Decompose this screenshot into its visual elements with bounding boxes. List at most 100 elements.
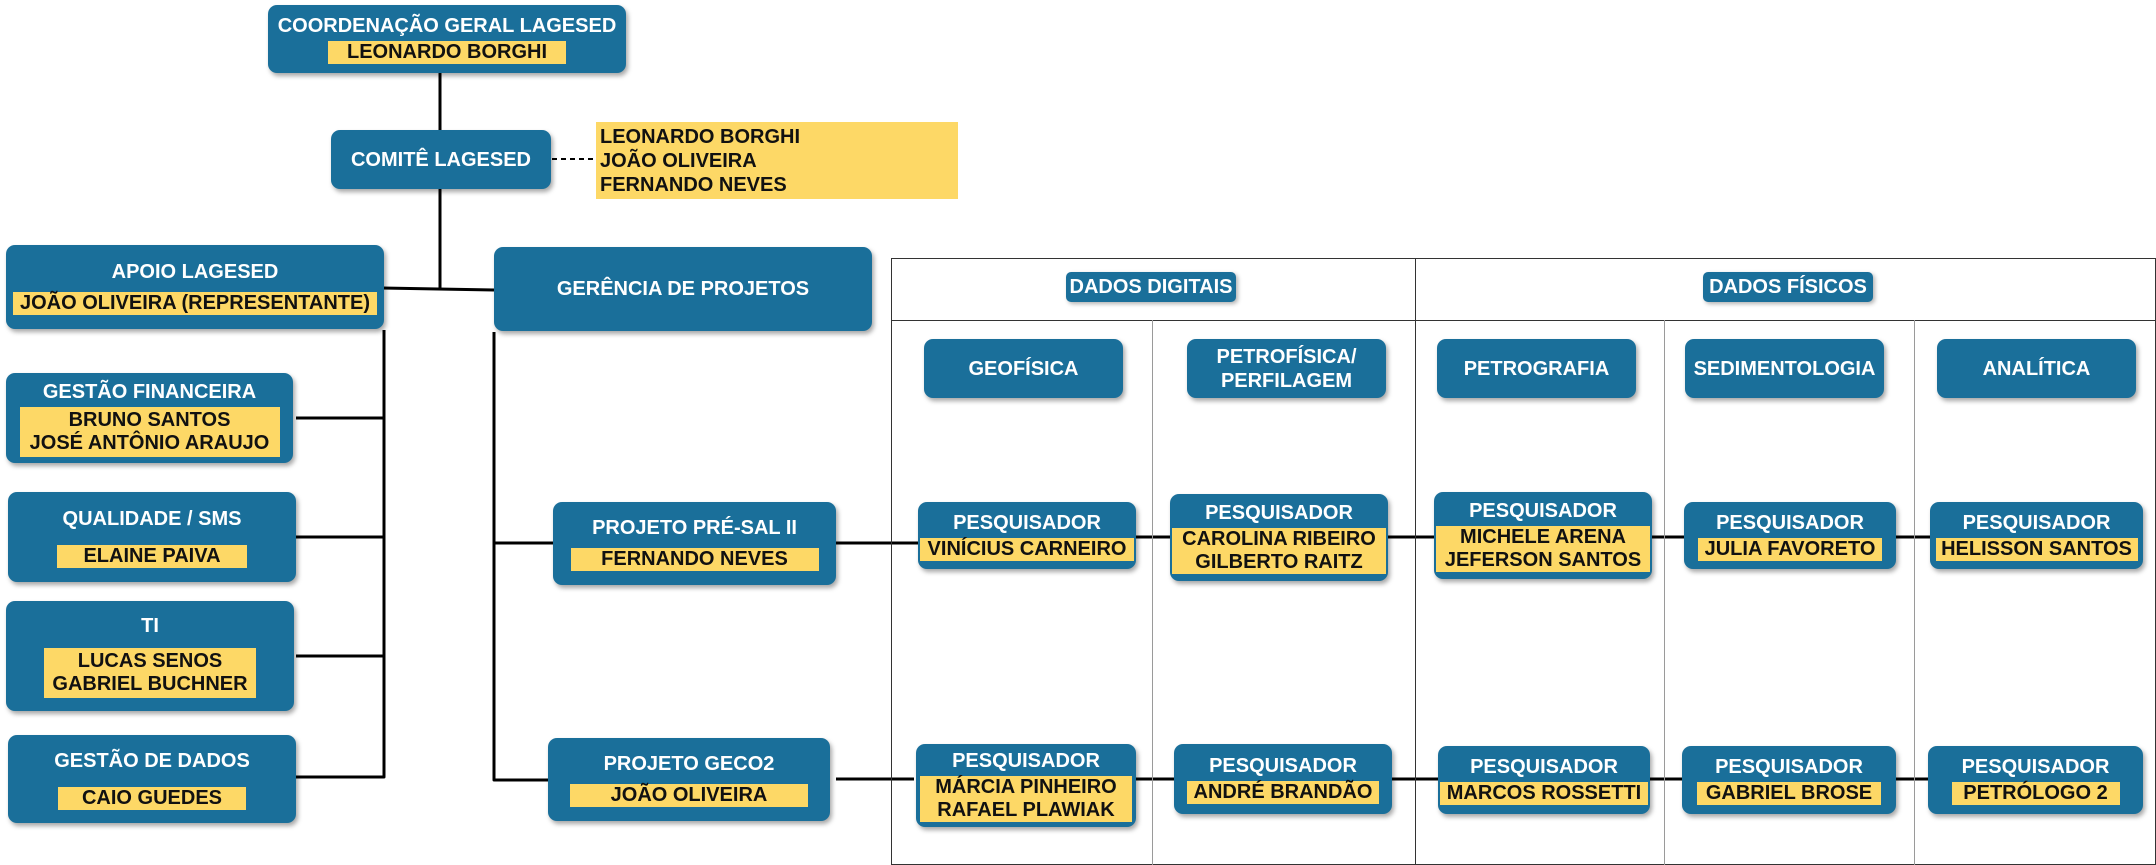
- researcher-title: PESQUISADOR: [1716, 511, 1864, 534]
- researcher-box: PESQUISADOR MARCOS ROSSETTI: [1438, 746, 1650, 814]
- researcher-box: PESQUISADOR HELISSON SANTOS: [1930, 502, 2143, 569]
- column-divider: [1914, 320, 1915, 865]
- researcher-names: JULIA FAVORETO: [1698, 537, 1882, 561]
- project-management-title: GERÊNCIA DE PROJETOS: [556, 278, 810, 300]
- group-header-physical: DADOS FÍSICOS: [1703, 272, 1873, 302]
- researcher-names: MARCOS ROSSETTI: [1440, 782, 1648, 805]
- researcher-box: PESQUISADOR MICHELE ARENA JEFERSON SANTO…: [1434, 492, 1652, 579]
- researcher-names: GABRIEL BROSE: [1697, 782, 1881, 805]
- group-divider: [1415, 258, 1416, 865]
- researcher-names: VINÍCIUS CARNEIRO: [920, 537, 1134, 561]
- area-sedimentology: SEDIMENTOLOGIA: [1685, 339, 1884, 398]
- researcher-title: PESQUISADOR: [1469, 500, 1617, 522]
- support-box-finance: GESTÃO FINANCEIRA BRUNO SANTOS JOSÉ ANTÔ…: [6, 373, 293, 463]
- area-petrography: PETROGRAFIA: [1437, 339, 1636, 398]
- researcher-title: PESQUISADOR: [953, 511, 1101, 534]
- researcher-box: PESQUISADOR GABRIEL BROSE: [1682, 746, 1896, 814]
- area-analytics: ANALÍTICA: [1937, 339, 2136, 398]
- researcher-names: MÁRCIA PINHEIRO RAFAEL PLAWIAK: [920, 776, 1132, 822]
- support-lagesed-name: JOÃO OLIVEIRA (REPRESENTANTE): [13, 291, 377, 315]
- researcher-names: MICHELE ARENA JEFERSON SANTOS: [1436, 526, 1650, 572]
- support-title: GESTÃO DE DADOS: [54, 749, 250, 772]
- coordination-name: LEONARDO BORGHI: [328, 41, 566, 64]
- researcher-person: MÁRCIA PINHEIRO: [935, 776, 1117, 798]
- support-person: JOSÉ ANTÔNIO ARAUJO: [29, 431, 270, 454]
- group-header-digital: DADOS DIGITAIS: [1066, 272, 1236, 302]
- project-lead: JOÃO OLIVEIRA: [570, 784, 808, 807]
- support-person: LUCAS SENOS: [77, 650, 223, 672]
- researcher-person: PETRÓLOGO 2: [1963, 782, 2108, 804]
- researcher-box: PESQUISADOR PETRÓLOGO 2: [1928, 746, 2143, 814]
- area-label: GEOFÍSICA: [968, 357, 1079, 380]
- researcher-box: PESQUISADOR MÁRCIA PINHEIRO RAFAEL PLAWI…: [916, 744, 1136, 827]
- support-person: BRUNO SANTOS: [68, 408, 231, 431]
- column-divider: [1152, 320, 1153, 865]
- support-box-data: GESTÃO DE DADOS CAIO GUEDES: [8, 735, 296, 823]
- researcher-person: HELISSON SANTOS: [1941, 537, 2132, 560]
- project-management-box: GERÊNCIA DE PROJETOS: [494, 247, 872, 331]
- support-box-quality: QUALIDADE / SMS ELAINE PAIVA: [8, 492, 296, 582]
- researcher-person: CAROLINA RIBEIRO: [1182, 528, 1376, 550]
- coordination-box: COORDENAÇÃO GERAL LAGESED LEONARDO BORGH…: [268, 5, 626, 73]
- project-box-presal: PROJETO PRÉ-SAL II FERNANDO NEVES: [553, 502, 836, 585]
- support-names: ELAINE PAIVA: [57, 544, 247, 568]
- support-lagesed-box: APOIO LAGESED JOÃO OLIVEIRA (REPRESENTAN…: [6, 245, 384, 329]
- committee-member: FERNANDO NEVES: [600, 174, 787, 196]
- researcher-names: PETRÓLOGO 2: [1951, 782, 2120, 805]
- support-names: CAIO GUEDES: [58, 786, 246, 810]
- committee-title: COMITÊ LAGESED: [350, 148, 531, 171]
- researcher-title: PESQUISADOR: [1470, 756, 1618, 778]
- support-person: ELAINE PAIVA: [83, 544, 221, 567]
- support-lagesed-title: APOIO LAGESED: [111, 260, 279, 283]
- researcher-person: JULIA FAVORETO: [1704, 537, 1876, 560]
- coordination-title: COORDENAÇÃO GERAL LAGESED: [277, 15, 617, 37]
- researcher-person: ANDRÉ BRANDÃO: [1193, 781, 1373, 803]
- support-names: BRUNO SANTOS JOSÉ ANTÔNIO ARAUJO: [19, 406, 280, 457]
- researcher-title: PESQUISADOR: [1961, 756, 2110, 778]
- project-box-geco2: PROJETO GECO2 JOÃO OLIVEIRA: [548, 738, 830, 821]
- researcher-box: PESQUISADOR VINÍCIUS CARNEIRO: [918, 502, 1136, 569]
- area-geophysics: GEOFÍSICA: [924, 339, 1123, 398]
- area-label: PETROGRAFIA: [1463, 357, 1610, 380]
- researcher-names: ANDRÉ BRANDÃO: [1187, 781, 1379, 804]
- researcher-person: MICHELE ARENA: [1460, 526, 1626, 548]
- committee-member: LEONARDO BORGHI: [600, 126, 800, 148]
- support-title: TI: [141, 615, 159, 637]
- support-title: QUALIDADE / SMS: [62, 507, 242, 530]
- support-box-it: TI LUCAS SENOS GABRIEL BUCHNER: [6, 601, 294, 711]
- committee-box: COMITÊ LAGESED: [331, 130, 551, 189]
- researcher-title: PESQUISADOR: [1205, 502, 1353, 524]
- area-label: ANALÍTICA: [1982, 357, 2091, 380]
- researcher-box: PESQUISADOR ANDRÉ BRANDÃO: [1174, 744, 1392, 814]
- area-petrophysics: PETROFÍSICA/ PERFILAGEM: [1187, 339, 1386, 398]
- researcher-person: GILBERTO RAITZ: [1195, 551, 1363, 573]
- researcher-title: PESQUISADOR: [1962, 511, 2111, 534]
- project-title: PROJETO PRÉ-SAL II: [592, 517, 797, 539]
- support-person: CAIO GUEDES: [81, 786, 223, 809]
- researcher-person: RAFAEL PLAWIAK: [937, 799, 1115, 821]
- researcher-box: PESQUISADOR CAROLINA RIBEIRO GILBERTO RA…: [1170, 494, 1388, 581]
- researcher-title: PESQUISADOR: [952, 750, 1100, 772]
- researcher-title: PESQUISADOR: [1715, 756, 1863, 778]
- researcher-names: HELISSON SANTOS: [1935, 537, 2138, 561]
- researcher-box: PESQUISADOR JULIA FAVORETO: [1684, 502, 1896, 569]
- support-title: GESTÃO FINANCEIRA: [42, 380, 257, 403]
- committee-member: JOÃO OLIVEIRA: [600, 150, 757, 172]
- column-divider: [1664, 320, 1665, 865]
- researcher-person: MARCOS ROSSETTI: [1446, 782, 1642, 804]
- matrix-header-divider: [891, 320, 2156, 321]
- researcher-title: PESQUISADOR: [1209, 755, 1357, 777]
- support-names: LUCAS SENOS GABRIEL BUCHNER: [44, 648, 256, 698]
- project-lead: FERNANDO NEVES: [570, 548, 819, 571]
- researcher-person: GABRIEL BROSE: [1705, 782, 1873, 804]
- committee-members: LEONARDO BORGHI JOÃO OLIVEIRA FERNANDO N…: [596, 122, 958, 199]
- project-title: PROJETO GECO2: [603, 753, 775, 775]
- support-person: GABRIEL BUCHNER: [52, 673, 248, 695]
- area-label: SEDIMENTOLOGIA: [1693, 357, 1876, 380]
- researcher-person: JEFERSON SANTOS: [1444, 549, 1642, 571]
- researcher-person: VINÍCIUS CARNEIRO: [927, 537, 1127, 560]
- researcher-names: CAROLINA RIBEIRO GILBERTO RAITZ: [1172, 528, 1386, 574]
- area-label: PETROFÍSICA/ PERFILAGEM: [1216, 345, 1357, 392]
